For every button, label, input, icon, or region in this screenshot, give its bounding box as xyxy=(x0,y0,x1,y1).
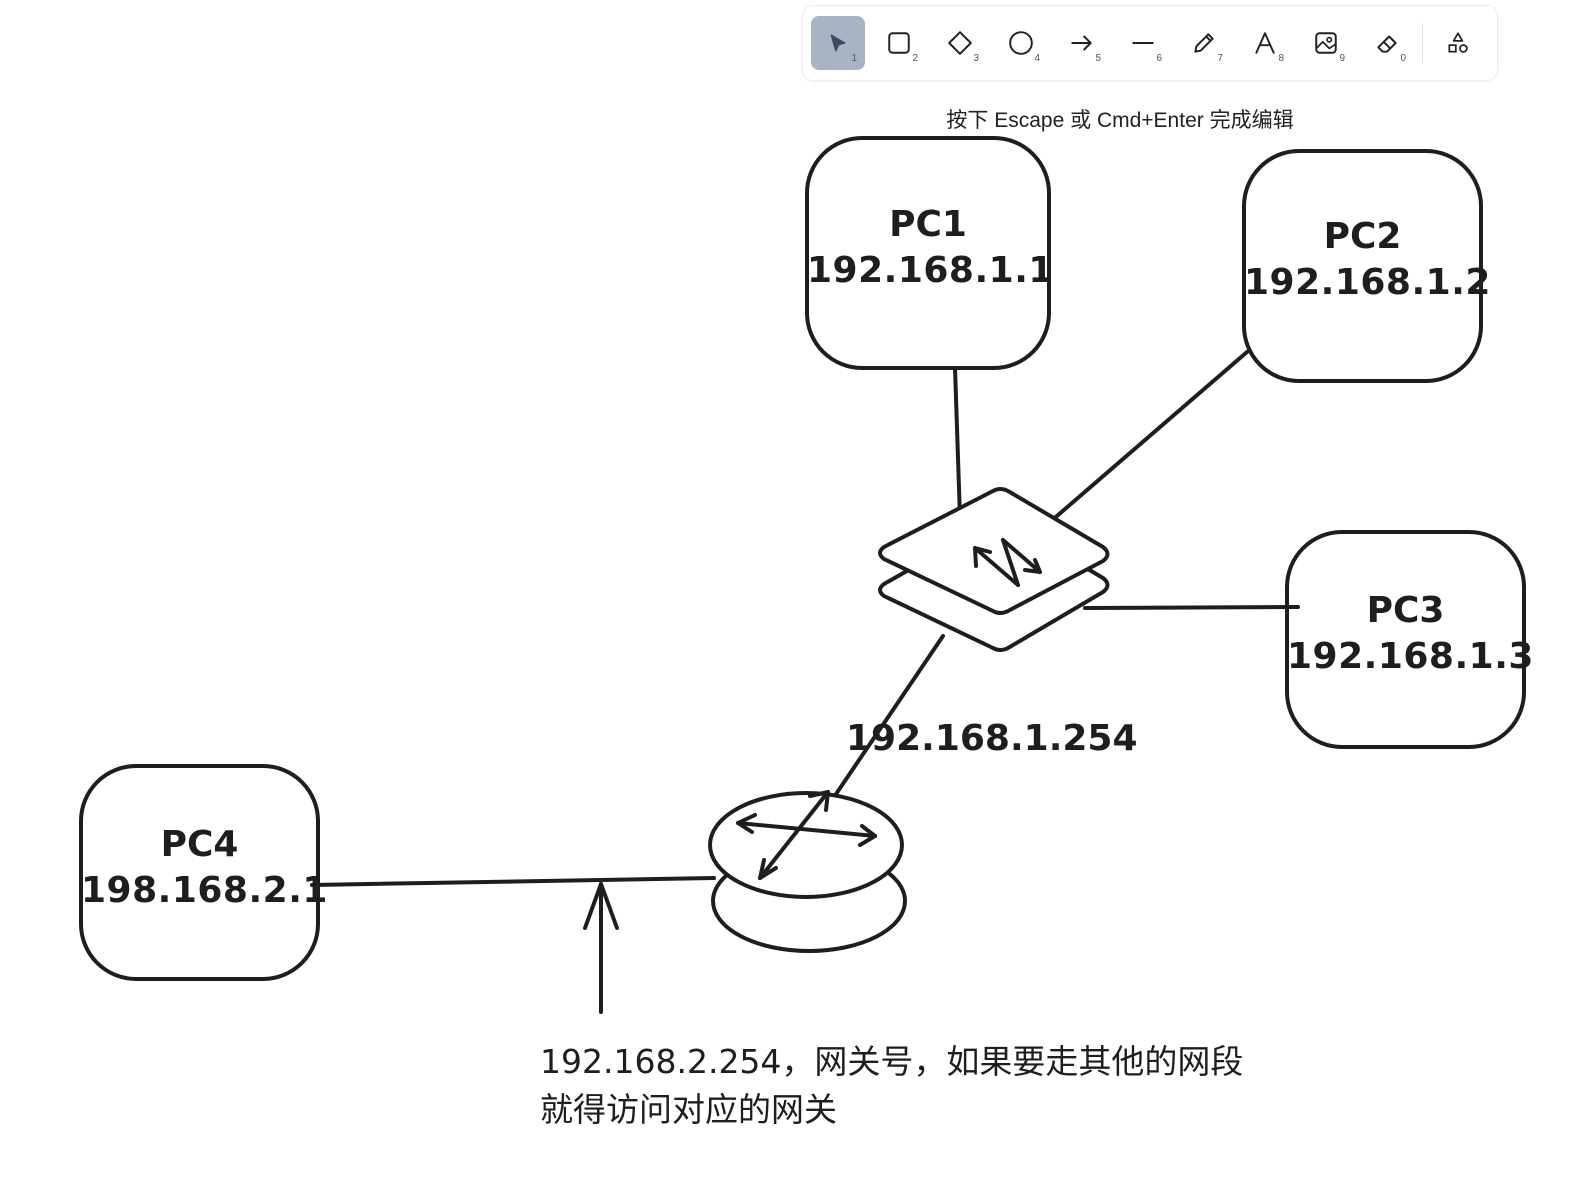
router-icon xyxy=(708,790,907,953)
pc1-ip: 192.168.1.1 xyxy=(807,250,1054,291)
gateway-note-line2: 就得访问对应的网关 xyxy=(540,1090,837,1129)
pc1-label[interactable]: PC1 192.168.1.1 xyxy=(807,202,1054,294)
pencil-icon xyxy=(1194,33,1214,53)
pc2-ip: 192.168.1.2 xyxy=(1244,262,1491,303)
link-switch-router xyxy=(830,634,945,802)
link-pc2-switch xyxy=(1048,350,1249,524)
pc4-ip: 198.168.2.1 xyxy=(81,870,328,911)
image-icon xyxy=(1315,32,1337,54)
switch-icon xyxy=(878,487,1110,652)
tool-library[interactable] xyxy=(1431,16,1485,70)
router-ip-label[interactable]: 192.168.1.254 xyxy=(846,718,1138,759)
edit-hint: 按下 Escape 或 Cmd+Enter 完成编辑 xyxy=(946,109,1294,132)
pc1-name: PC1 xyxy=(889,204,967,245)
tool-key: 0 xyxy=(1400,53,1406,64)
ellipse-icon xyxy=(1009,31,1033,55)
tool-key: 5 xyxy=(1095,53,1101,64)
pc3-box xyxy=(1285,530,1526,749)
tool-key: 4 xyxy=(1034,53,1040,64)
tool-selection[interactable]: 1 xyxy=(811,16,865,70)
gateway-note-line1: 192.168.2.254，网关号，如果要走其他的网段 xyxy=(540,1042,1244,1081)
line-icon xyxy=(1132,42,1154,44)
pc3-ip: 192.168.1.3 xyxy=(1287,636,1534,677)
tool-key: 8 xyxy=(1278,53,1284,64)
link-pc4-router xyxy=(310,876,716,887)
tool-diamond[interactable]: 3 xyxy=(933,16,987,70)
pc2-box xyxy=(1242,149,1483,383)
pc4-name: PC4 xyxy=(160,824,239,865)
tool-key: 6 xyxy=(1156,53,1162,64)
pc3-name: PC3 xyxy=(1366,590,1445,631)
tool-key: 7 xyxy=(1217,53,1223,64)
tool-key: 1 xyxy=(851,53,857,64)
eraser-icon xyxy=(1377,35,1397,53)
tool-key: 9 xyxy=(1339,53,1345,64)
tool-image[interactable]: 9 xyxy=(1299,16,1353,70)
tool-key: 3 xyxy=(973,53,979,64)
pc4-box xyxy=(79,764,320,981)
pc3-label[interactable]: PC3 192.168.1.3 xyxy=(1287,588,1534,680)
tool-text[interactable]: 8 xyxy=(1238,16,1292,70)
pc1-box xyxy=(805,136,1051,370)
tool-eraser[interactable]: 0 xyxy=(1360,16,1414,70)
tool-arrow[interactable]: 5 xyxy=(1055,16,1109,70)
diamond-icon xyxy=(948,31,972,55)
arrow-icon xyxy=(1071,35,1092,51)
rectangle-icon xyxy=(888,32,910,54)
gateway-note[interactable]: 192.168.2.254，网关号，如果要走其他的网段 就得访问对应的网关 xyxy=(540,1038,1243,1134)
tool-ellipse[interactable]: 4 xyxy=(994,16,1048,70)
selection-icon xyxy=(830,34,846,52)
text-icon xyxy=(1255,32,1275,54)
tool-key: 2 xyxy=(912,53,918,64)
toolbar-divider xyxy=(1422,23,1423,63)
tool-rectangle[interactable]: 2 xyxy=(872,16,926,70)
gateway-arrow xyxy=(583,882,619,1014)
link-pc3-switch xyxy=(1083,605,1300,610)
pc2-label[interactable]: PC2 192.168.1.2 xyxy=(1244,214,1491,306)
tool-line[interactable]: 6 xyxy=(1116,16,1170,70)
tool-pencil[interactable]: 7 xyxy=(1177,16,1231,70)
pc2-name: PC2 xyxy=(1323,216,1402,257)
library-shapes-icon xyxy=(1448,32,1468,53)
link-pc1-switch xyxy=(953,366,962,520)
toolbar: 1 2 3 4 5 6 7 8 9 0 xyxy=(803,6,1497,80)
pc4-label[interactable]: PC4 198.168.2.1 xyxy=(81,822,328,914)
